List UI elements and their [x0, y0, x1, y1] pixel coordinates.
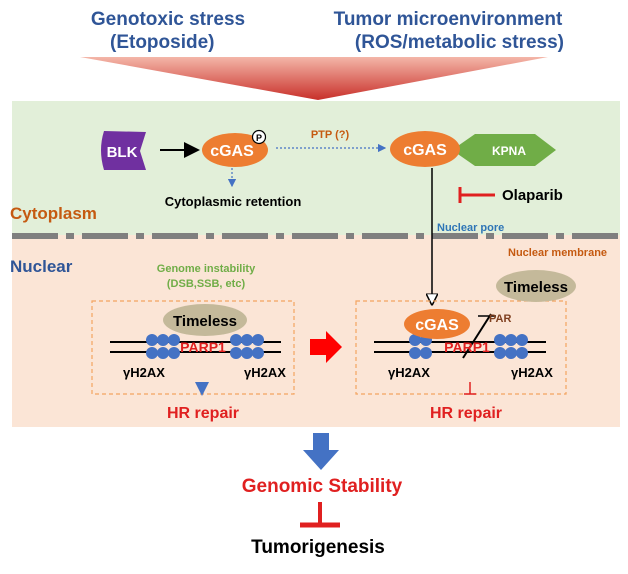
kpna-label: KPNA [492, 144, 526, 158]
ptp-label: PTP (?) [311, 129, 350, 141]
header-genotoxic-stress: Genotoxic stress [91, 9, 245, 30]
right-panel-border [355, 300, 567, 395]
cgas-nuclear-ellipse [404, 309, 470, 339]
left-panel-border [91, 300, 295, 395]
nuclear-region [12, 235, 620, 427]
transition-arrow [310, 331, 342, 363]
h2ax-right-a-label: γH2AX [388, 365, 430, 380]
parp1-left-label: PARP1 [180, 339, 226, 355]
histone-cluster-right-b [494, 334, 528, 359]
cgas-left-label: cGAS [210, 143, 254, 160]
cgas-right-ellipse [390, 131, 460, 167]
blk-shape [101, 131, 146, 170]
kpna-shape [452, 134, 556, 166]
right-repair-panel: cGAS PAR PARP1 γH2AX γH2AX [355, 300, 567, 395]
cgas-right-label: cGAS [403, 142, 447, 159]
genome-instability-label: Genome instability [157, 263, 256, 275]
hr-repair-right-label: HR repair [430, 405, 502, 422]
timeless-left-label: Timeless [173, 313, 237, 330]
h2ax-left-a-label: γH2AX [123, 365, 165, 380]
genomic-stability-label: Genomic Stability [242, 476, 403, 497]
parp1-right-label: PARP1 [444, 339, 490, 355]
genome-instability-detail: (DSB,SSB, etc) [167, 278, 246, 290]
header-tumor-microenvironment: Tumor microenvironment [334, 9, 563, 30]
olaparib-label: Olaparib [502, 187, 563, 204]
histone-cluster-left-b [230, 334, 264, 359]
nuclear-label: Nuclear [10, 257, 73, 276]
cytoplasm-label: Cytoplasm [10, 204, 97, 223]
header-ros-metabolic-stress: (ROS/metabolic stress) [355, 32, 564, 53]
blk-label: BLK [107, 144, 138, 161]
tumorigenesis-label: Tumorigenesis [251, 537, 385, 558]
phospho-icon [251, 129, 267, 145]
cytoplasmic-retention-label: Cytoplasmic retention [165, 194, 302, 209]
h2ax-right-b-label: γH2AX [511, 365, 553, 380]
par-label: PAR [489, 313, 511, 325]
phospho-label: P [256, 133, 262, 143]
timeless-left-ellipse [163, 304, 247, 336]
cgas-nuclear-label: cGAS [415, 317, 459, 334]
stress-funnel-arrow [80, 57, 548, 100]
hr-repair-left-label: HR repair [167, 405, 239, 422]
par-chain-line [462, 313, 492, 359]
left-repair-panel: Timeless PARP1 γH2AX γH2AX [91, 300, 295, 396]
histone-cluster-left-a [146, 334, 180, 359]
header-etoposide: (Etoposide) [110, 32, 215, 53]
outcome-down-arrow [303, 433, 339, 470]
h2ax-left-b-label: γH2AX [244, 365, 286, 380]
nuclear-pore-label: Nuclear pore [437, 222, 504, 234]
timeless-right-ellipse [496, 270, 576, 302]
cgas-left-ellipse [202, 133, 268, 167]
nuclear-membrane-label: Nuclear membrane [508, 247, 607, 259]
timeless-right-label: Timeless [504, 279, 568, 296]
cytoplasm-region [12, 101, 620, 235]
